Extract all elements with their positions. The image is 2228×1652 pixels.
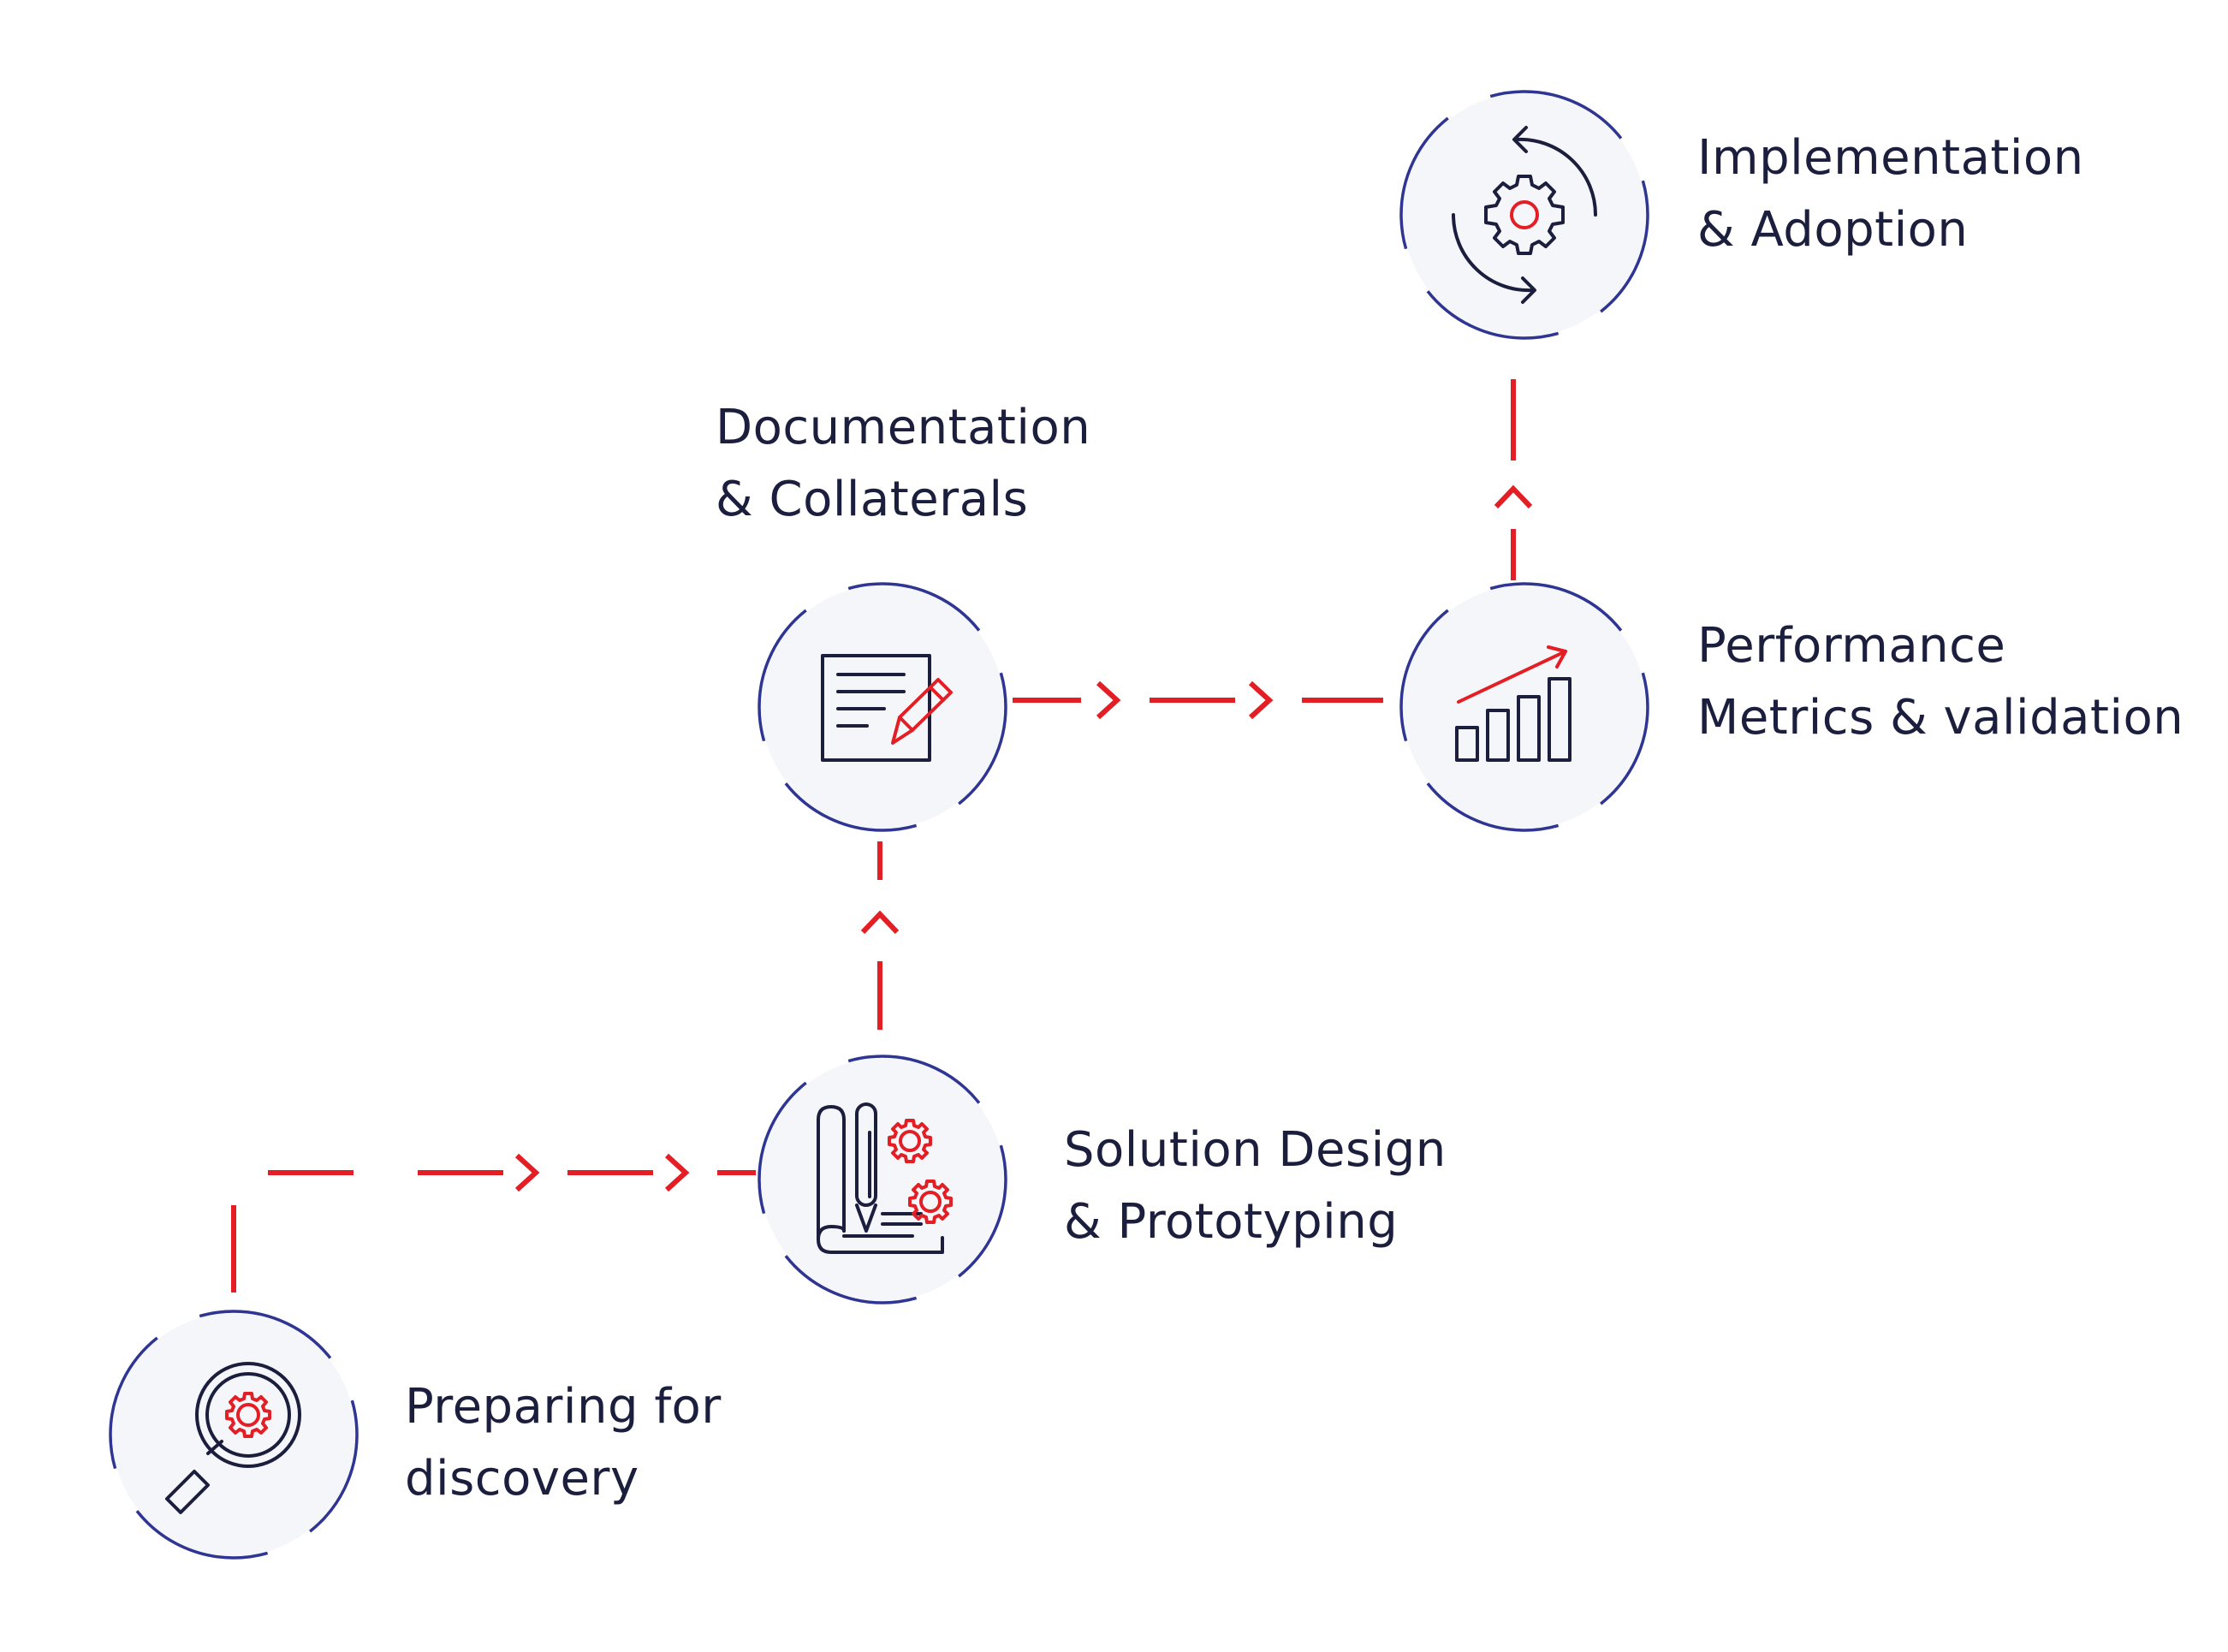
step-label-line: & Adoption bbox=[1697, 202, 1969, 258]
step-label-preparing: Preparing for discovery bbox=[405, 1371, 722, 1515]
connector-chevron-right bbox=[1096, 680, 1121, 720]
step-label-line: discovery bbox=[405, 1451, 639, 1506]
blueprint-gears-icon bbox=[817, 1102, 953, 1254]
node-ring bbox=[1399, 90, 1649, 340]
node-implementation bbox=[1399, 90, 1649, 340]
connector-chevron-up bbox=[1494, 484, 1533, 509]
step-label-solution: Solution Design & Prototyping bbox=[1064, 1114, 1447, 1258]
node-solution bbox=[758, 1055, 1007, 1304]
node-fill bbox=[112, 1313, 355, 1556]
connector-preparing-to-solution bbox=[231, 1153, 756, 1292]
node-ring bbox=[109, 1310, 359, 1560]
connector-performance-to-implementation bbox=[1494, 379, 1533, 580]
step-label-line: & Prototyping bbox=[1064, 1194, 1399, 1250]
connector-solution-to-documentation bbox=[860, 841, 900, 1030]
step-label-line: Implementation bbox=[1697, 130, 2084, 186]
connector-chevron-right bbox=[514, 1153, 540, 1192]
node-ring bbox=[758, 1055, 1007, 1304]
connector-chevron-right bbox=[664, 1153, 690, 1192]
step-label-line: Documentation bbox=[716, 400, 1091, 455]
step-label-line: & Collaterals bbox=[716, 472, 1029, 527]
node-fill bbox=[1403, 93, 1646, 336]
node-documentation bbox=[758, 582, 1007, 832]
node-preparing bbox=[109, 1310, 359, 1560]
step-label-line: Solution Design bbox=[1064, 1122, 1447, 1178]
gear-cycle-icon bbox=[1451, 126, 1598, 304]
step-label-line: Preparing for bbox=[405, 1379, 722, 1435]
magnifier-gear-icon bbox=[165, 1362, 301, 1514]
connectors bbox=[231, 379, 1533, 1292]
step-label-performance: Performance Metrics & validation bbox=[1697, 610, 2183, 754]
node-ring bbox=[1399, 582, 1649, 832]
node-fill bbox=[761, 1058, 1004, 1301]
document-pencil-icon bbox=[821, 654, 953, 762]
node-performance bbox=[1399, 582, 1649, 832]
connector-documentation-to-performance bbox=[1013, 680, 1383, 720]
step-label-line: Metrics & validation bbox=[1697, 690, 2184, 746]
node-ring bbox=[758, 582, 1007, 832]
step-label-implementation: Implementation & Adoption bbox=[1697, 122, 2084, 266]
bar-chart-growth-icon bbox=[1455, 645, 1571, 762]
step-label-line: Performance bbox=[1697, 618, 2006, 674]
connector-chevron-up bbox=[860, 910, 900, 935]
step-label-documentation: Documentation & Collaterals bbox=[716, 392, 1090, 536]
node-fill bbox=[1403, 585, 1646, 829]
connector-chevron-right bbox=[1248, 680, 1274, 720]
